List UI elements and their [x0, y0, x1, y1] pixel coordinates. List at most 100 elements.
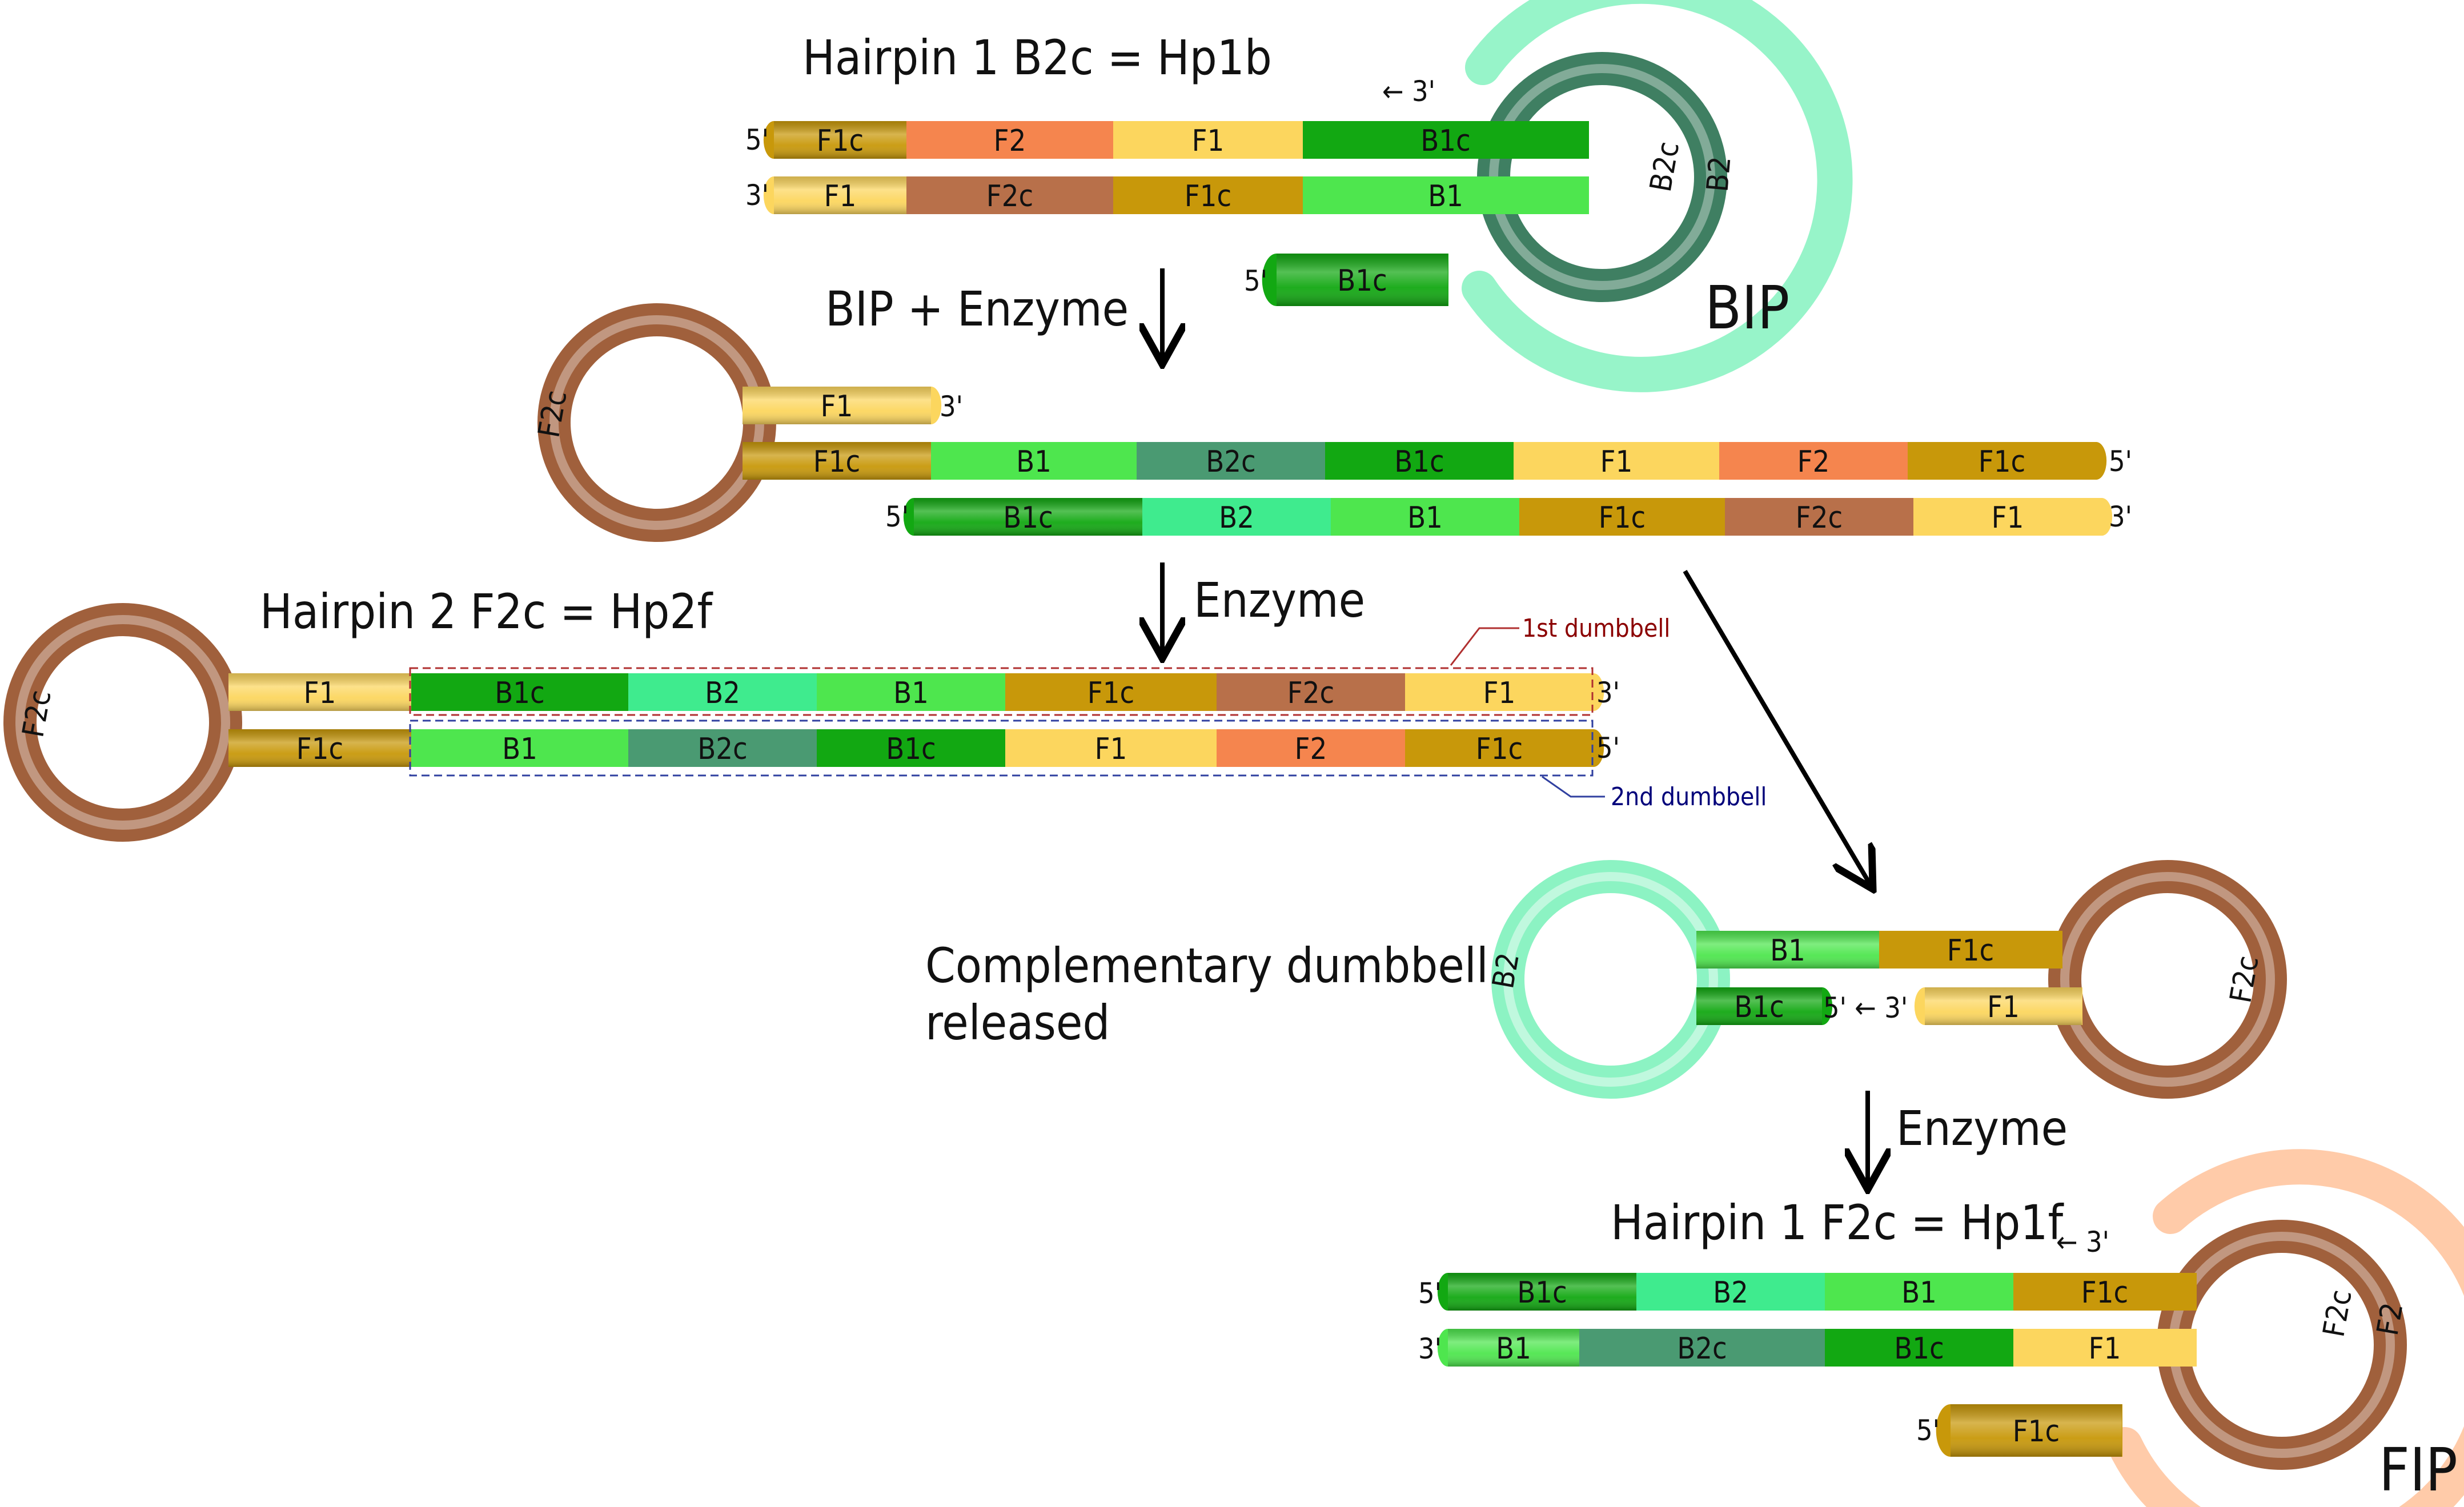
- segment-f1c: [2013, 1273, 2197, 1311]
- segment-b1c: [1825, 1329, 2014, 1367]
- segment-label: F1: [1192, 124, 1225, 158]
- title-hp1f: Hairpin 1 F2c = Hp1f: [1611, 1195, 2064, 1251]
- hp2f-top-3prime: 3': [1596, 676, 1620, 709]
- first-dumbbell-callout: [1450, 627, 1519, 666]
- segment-b1c: [1325, 442, 1514, 480]
- segment-label: F2: [1797, 445, 1830, 479]
- strand-db-bottom-left: B1c: [1696, 987, 1833, 1025]
- segment-label: F2c: [1287, 676, 1334, 710]
- segment-label: B2: [705, 676, 740, 710]
- dumbbell-b2-loop: [1491, 860, 1730, 1099]
- hp1f-loop-outer-label: F2: [2371, 1300, 2410, 1338]
- segment-f1c: [1519, 498, 1725, 536]
- segment-label: F1c: [2013, 1414, 2060, 1449]
- first-dumbbell-note: 1st dumbbell: [1522, 614, 1670, 643]
- hp1f-top-5prime: 5': [1418, 1277, 1442, 1310]
- segment-label: B2: [1713, 1276, 1748, 1310]
- segment-f1c: [1879, 931, 2062, 969]
- hp1b-loop-outer-label: B2: [1700, 155, 1737, 194]
- hp1b-top-5prime: 5': [745, 123, 769, 156]
- segment-f1: [1405, 673, 1594, 711]
- step-enzyme-1: Enzyme: [1194, 572, 1365, 628]
- segment-label: F1: [824, 179, 857, 214]
- segment-label: F1c: [2081, 1276, 2128, 1310]
- segment-b2c: [1137, 442, 1326, 480]
- segment-b1: [931, 442, 1137, 480]
- segment-label: B1: [1428, 179, 1463, 214]
- segment-b2c: [1579, 1329, 1825, 1367]
- s2-f2c-loop-highlight: [549, 315, 764, 530]
- hp1f-arrow3: ← 3': [2056, 1225, 2109, 1259]
- second-dumbbell-box: [409, 720, 1594, 777]
- s2-bottom-3prime: 3': [2109, 500, 2132, 533]
- segment-label: F1: [1600, 445, 1633, 479]
- s2-loop-label: F2c: [532, 388, 573, 440]
- segment-f1c: [1113, 176, 1303, 214]
- segment-b1: [411, 729, 629, 767]
- segment-label: F1c: [817, 124, 864, 158]
- arrow-to-dumbbell: [1683, 569, 1871, 885]
- segment-label: F1c: [1185, 179, 1231, 214]
- bip-primer-5prime: 5': [1244, 264, 1267, 298]
- segment-label: B2c: [1206, 445, 1256, 479]
- segment-f2c: [1725, 498, 1914, 536]
- s2-bottom-5prime: 5': [885, 500, 909, 533]
- segment-label: B1: [1407, 501, 1443, 535]
- strand-db-bottom-right: F1: [1914, 987, 2082, 1025]
- segment-label: F2c: [1796, 501, 1843, 535]
- hp1f-bottom-3prime: 3': [1418, 1332, 1442, 1365]
- segment-b2: [1142, 498, 1331, 536]
- strand-shading: [1925, 987, 2082, 1025]
- hp2f-bottom-5prime: 5': [1596, 732, 1620, 765]
- strand-fip-primer: F1c: [1936, 1404, 2122, 1457]
- segment-f1: [1005, 729, 1217, 767]
- segment-label: F1c: [1599, 501, 1646, 535]
- segment-label: B1c: [886, 732, 936, 766]
- second-dumbbell-callout: [1542, 775, 1605, 798]
- segment-f1: [1913, 498, 2102, 536]
- hp1b-bip-arrow3: ← 3': [1382, 75, 1435, 108]
- segment-b1c: [1303, 121, 1589, 159]
- second-dumbbell-note: 2nd dumbbell: [1611, 782, 1767, 811]
- hp1b-bip-outer-arc: [1462, 0, 1853, 392]
- strand-shading: [1277, 254, 1448, 306]
- segment-f2: [1217, 729, 1406, 767]
- segment-f2: [1719, 442, 1908, 480]
- segment-b1c: [817, 729, 1006, 767]
- segment-label: B1: [1770, 934, 1805, 968]
- segment-label: B1c: [1894, 1332, 1944, 1366]
- segment-f1c: [1908, 442, 2097, 480]
- segment-label: F1c: [1087, 676, 1134, 710]
- dumbbell-f2c-loop-highlight: [2060, 872, 2275, 1087]
- dumbbell-right-loop-label: F2c: [2224, 953, 2265, 1006]
- strand-shading: [743, 387, 931, 424]
- segment-label: B2c: [697, 732, 748, 766]
- segment-label: F1: [821, 389, 853, 424]
- segment-label: B1c: [1420, 124, 1471, 158]
- segment-f2c: [1217, 673, 1406, 711]
- strand-s2-short: F1: [743, 387, 942, 424]
- segment-b2c: [628, 729, 817, 767]
- segment-b1: [1331, 498, 1520, 536]
- strand-bip-primer: B1c: [1262, 254, 1448, 306]
- released-line-1: Complementary dumbbell: [925, 938, 1488, 994]
- hp2f-f2c-loop: [3, 603, 242, 842]
- segment-label: F2: [994, 124, 1026, 158]
- first-dumbbell-box: [409, 667, 1594, 716]
- bip-label: BIP: [1705, 273, 1789, 343]
- segment-label: F1: [1992, 501, 2024, 535]
- segment-label: B2: [1219, 501, 1254, 535]
- s2-short-3prime: 3': [940, 390, 963, 423]
- dumbbell-b2-loop-highlight: [1503, 872, 1718, 1087]
- segment-label: F1: [2089, 1332, 2121, 1366]
- segment-label: B2c: [1677, 1332, 1727, 1366]
- hp1f-fip-outer-arc: [2107, 1149, 2464, 1507]
